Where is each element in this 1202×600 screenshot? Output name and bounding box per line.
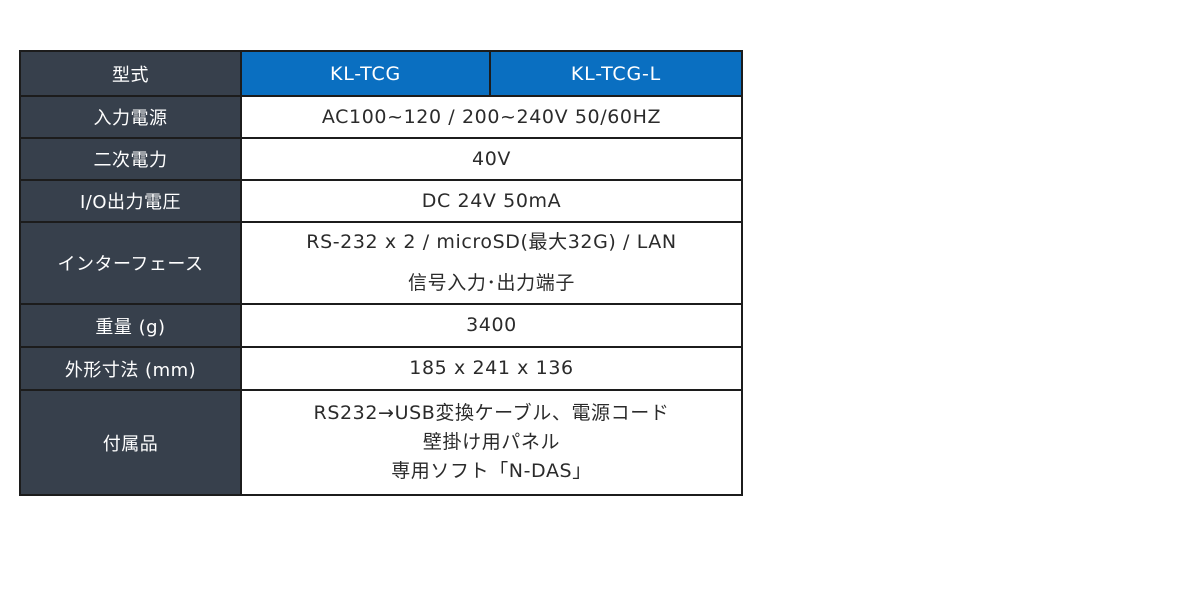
- row-value: AC100~120 / 200~240V 50/60HZ: [242, 97, 741, 137]
- model-kl-tcg-l: KL-TCG-L: [491, 52, 741, 95]
- value-line: 40V: [472, 147, 511, 170]
- row-label: 重量 (g): [21, 305, 240, 346]
- value-line: 壁掛け用パネル: [422, 431, 561, 454]
- table-row: 入力電源 AC100~120 / 200~240V 50/60HZ: [21, 97, 741, 137]
- row-value: DC 24V 50mA: [242, 181, 741, 221]
- table-row: インターフェース RS-232 x 2 / microSD(最大32G) / L…: [21, 223, 741, 303]
- row-value: RS232→USB変換ケーブル、電源コード 壁掛け用パネル 専用ソフト「N-DA…: [242, 391, 741, 494]
- value-line: 185 x 241 x 136: [409, 357, 574, 380]
- row-value: RS-232 x 2 / microSD(最大32G) / LAN 信号入力･出…: [242, 223, 741, 303]
- table-header-row: 型式 KL-TCG KL-TCG-L: [21, 52, 741, 95]
- model-kl-tcg: KL-TCG: [242, 52, 489, 95]
- row-value: 185 x 241 x 136: [242, 348, 741, 389]
- row-label: I/O出力電圧: [21, 181, 240, 221]
- row-value: 3400: [242, 305, 741, 346]
- row-value: 40V: [242, 139, 741, 179]
- value-line: RS232→USB変換ケーブル、電源コード: [313, 402, 670, 425]
- table-row: 付属品 RS232→USB変換ケーブル、電源コード 壁掛け用パネル 専用ソフト「…: [21, 391, 741, 494]
- value-line: RS-232 x 2 / microSD(最大32G) / LAN: [306, 231, 677, 254]
- value-line: 3400: [466, 314, 517, 337]
- model-type-header: 型式: [21, 52, 240, 95]
- row-label: 付属品: [21, 391, 240, 494]
- value-line: 専用ソフト「N-DAS」: [391, 459, 592, 482]
- table-row: 外形寸法 (mm) 185 x 241 x 136: [21, 348, 741, 389]
- value-line: AC100~120 / 200~240V 50/60HZ: [321, 105, 662, 128]
- table-row: 二次電力 40V: [21, 139, 741, 179]
- value-line: DC 24V 50mA: [421, 189, 562, 212]
- row-label: 外形寸法 (mm): [21, 348, 240, 389]
- row-label: 二次電力: [21, 139, 240, 179]
- table-row: I/O出力電圧 DC 24V 50mA: [21, 181, 741, 221]
- table-row: 重量 (g) 3400: [21, 305, 741, 346]
- row-label: 入力電源: [21, 97, 240, 137]
- value-line: 信号入力･出力端子: [408, 272, 575, 294]
- spec-table: 型式 KL-TCG KL-TCG-L 入力電源 AC100~120 / 200~…: [19, 50, 743, 496]
- row-label: インターフェース: [21, 223, 240, 303]
